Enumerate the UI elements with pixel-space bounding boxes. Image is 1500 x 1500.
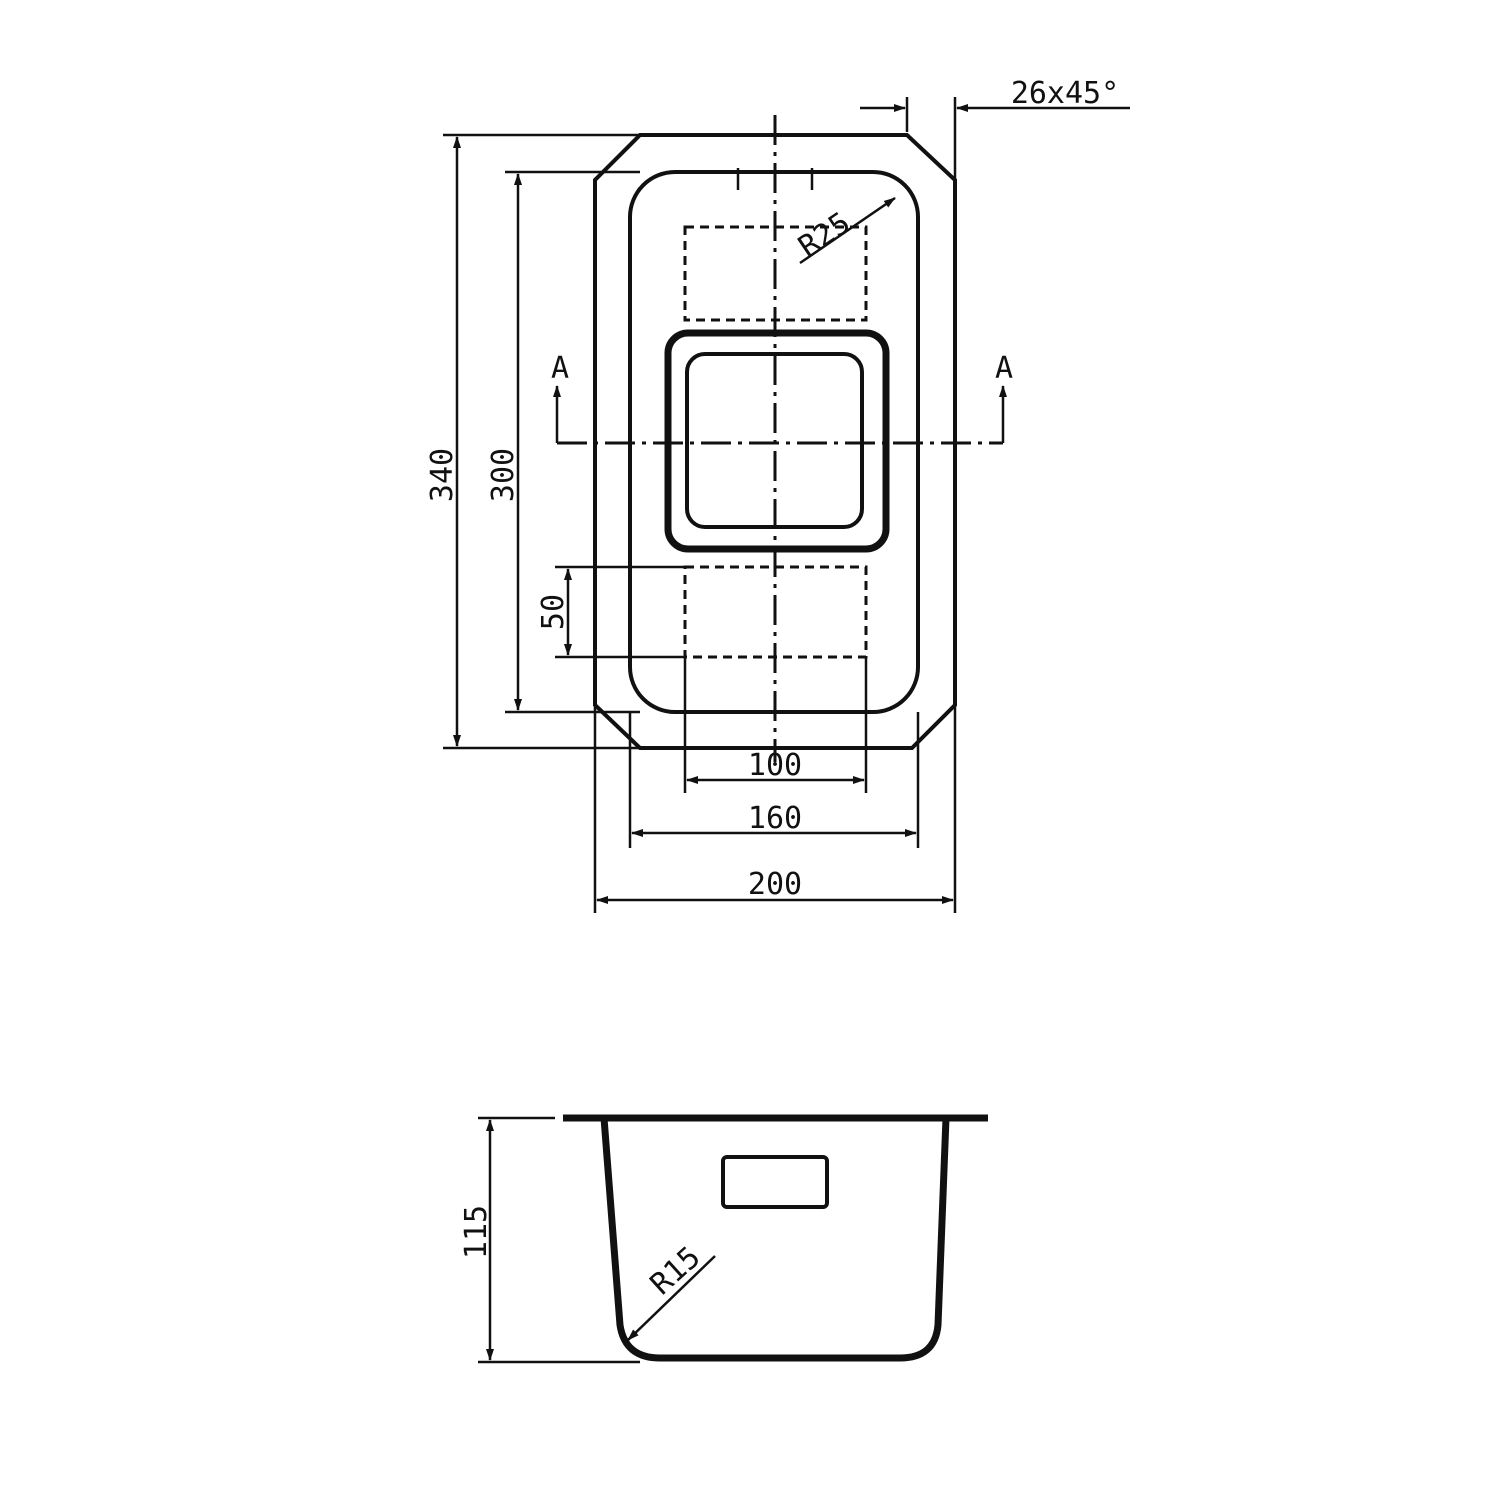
- svg-text:300: 300: [486, 448, 521, 502]
- plan-view: A A 340 300 50 100: [425, 76, 1130, 913]
- dimension-160: 160: [628, 712, 920, 848]
- section-mark-left: A: [551, 351, 569, 386]
- svg-text:160: 160: [748, 801, 802, 836]
- svg-text:100: 100: [748, 748, 802, 783]
- section-view: 115 R15: [459, 1114, 988, 1364]
- svg-text:R15: R15: [644, 1240, 708, 1302]
- svg-text:50: 50: [536, 594, 571, 630]
- dimension-r25: R25: [792, 196, 896, 265]
- dimension-300: 300: [486, 170, 640, 714]
- dimension-100: 100: [683, 657, 868, 793]
- svg-text:200: 200: [748, 867, 802, 902]
- bowl-profile: [600, 1117, 950, 1362]
- dimension-50: 50: [536, 565, 685, 659]
- section-line-a-a: A A: [551, 351, 1013, 445]
- dimension-200: 200: [593, 705, 957, 913]
- dimension-340: 340: [425, 133, 640, 750]
- outer-plate-outline: [593, 133, 957, 750]
- svg-text:R25: R25: [792, 205, 856, 264]
- dimension-chamfer: 26x45°: [860, 76, 1130, 180]
- section-mark-right: A: [995, 351, 1013, 386]
- overflow-slot: [721, 1155, 829, 1209]
- drain-outer: [664, 329, 890, 553]
- dimension-r15: R15: [627, 1240, 716, 1341]
- dimension-115: 115: [459, 1116, 640, 1364]
- svg-text:115: 115: [459, 1205, 494, 1259]
- svg-text:26x45°: 26x45°: [1011, 76, 1119, 111]
- svg-text:340: 340: [425, 448, 460, 502]
